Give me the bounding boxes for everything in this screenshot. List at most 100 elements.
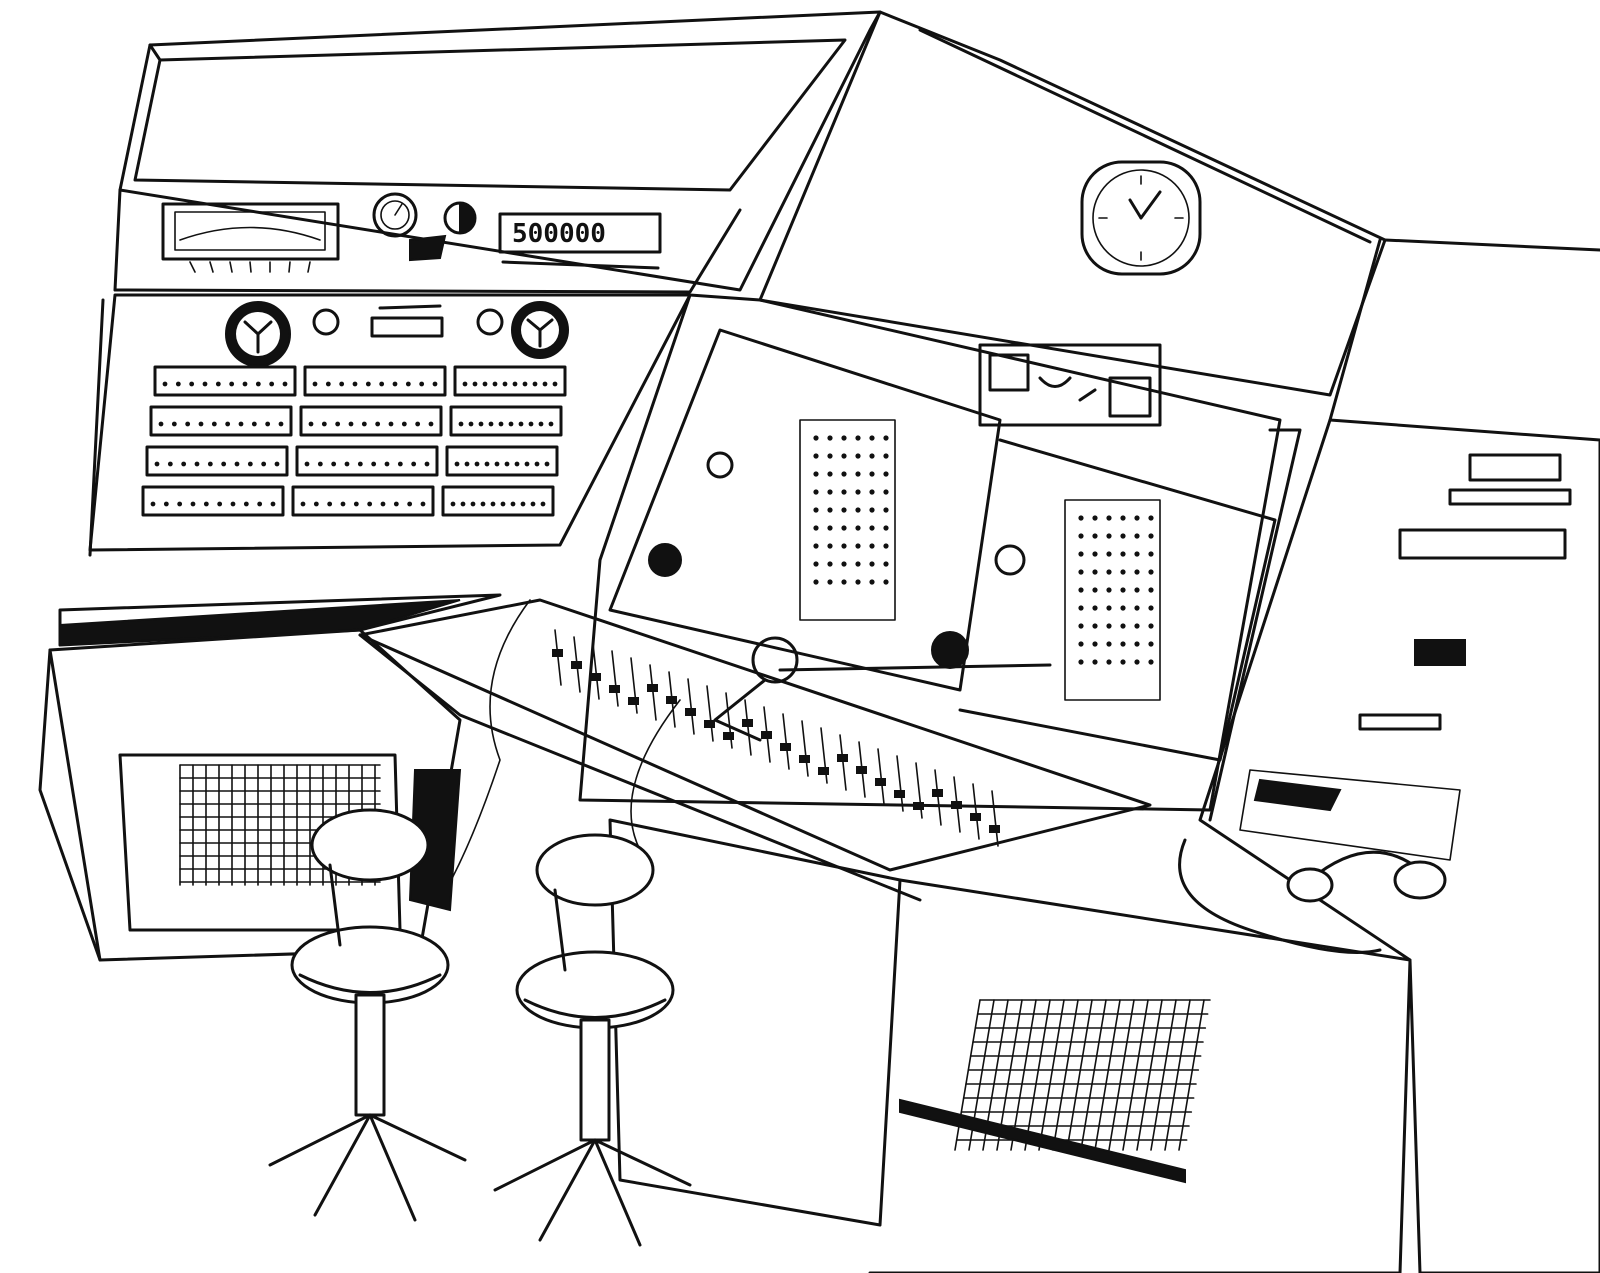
patch-point [510, 501, 516, 507]
headphones-icon [1286, 850, 1447, 903]
fader-cap [552, 649, 563, 657]
patch-bay [295, 445, 439, 477]
patch-point [357, 461, 363, 467]
fader-slot [801, 720, 809, 777]
patch-point [367, 501, 373, 507]
led-dot [1148, 551, 1154, 557]
led-dot [855, 435, 861, 441]
patch-point [150, 501, 156, 507]
patch-bay [441, 485, 555, 517]
grille-line [1080, 999, 1107, 1151]
led-dot [1148, 623, 1154, 629]
patch-point [480, 501, 486, 507]
patch-point [190, 501, 196, 507]
grille-line [1066, 999, 1093, 1151]
patch-point [352, 381, 358, 387]
fader-slot [896, 755, 904, 812]
led-dot [1148, 587, 1154, 593]
patch-point [304, 461, 310, 467]
stool-back-support [328, 863, 342, 947]
patch-point [344, 461, 350, 467]
led-dot [841, 471, 847, 477]
patch-point [255, 381, 261, 387]
patch-point [269, 381, 275, 387]
fader-cap [780, 743, 791, 751]
led-dot [827, 435, 833, 441]
patch-point [167, 461, 173, 467]
led-dot [1078, 587, 1084, 593]
led-dot [827, 453, 833, 459]
patch-point [420, 501, 426, 507]
patch-point [154, 461, 160, 467]
fader-slot [839, 734, 847, 791]
led-dot [1134, 641, 1140, 647]
patch-point [308, 421, 314, 427]
led-dot [869, 579, 875, 585]
patch-point [325, 381, 331, 387]
led-dot [883, 561, 889, 567]
patch-point [158, 421, 164, 427]
patch-point [542, 381, 548, 387]
stool-seat-edge [298, 973, 442, 994]
right-rack [1178, 238, 1600, 1273]
intercom-box [978, 343, 1162, 427]
led-dot [1092, 569, 1098, 575]
patch-point [189, 381, 195, 387]
led-dot [1092, 623, 1098, 629]
patch-bay [141, 485, 285, 517]
patch-bay [303, 365, 447, 397]
led-dot [1134, 515, 1140, 521]
patch-point [508, 421, 514, 427]
patch-point [393, 501, 399, 507]
fader-cap [723, 732, 734, 740]
patch-point [202, 381, 208, 387]
patch-point [238, 421, 244, 427]
led-dot [1134, 659, 1140, 665]
led-dot [1120, 533, 1126, 539]
patch-bay-grid [141, 365, 567, 517]
led-dot [883, 435, 889, 441]
patch-point [243, 501, 249, 507]
led-dot [827, 489, 833, 495]
patch-point [335, 421, 341, 427]
patch-bay [153, 365, 297, 397]
patch-point [502, 381, 508, 387]
led-dot [1120, 515, 1126, 521]
led-dot [855, 471, 861, 477]
fader-cap [609, 685, 620, 693]
patch-point [234, 461, 240, 467]
patch-point [484, 461, 490, 467]
led-dot [813, 471, 819, 477]
patch-point [500, 501, 506, 507]
led-dot [813, 579, 819, 585]
patch-point [548, 421, 554, 427]
led-dot [869, 471, 875, 477]
patch-point [339, 381, 345, 387]
patch-point [327, 501, 333, 507]
patch-bay [291, 485, 435, 517]
led-dot [1078, 569, 1084, 575]
patch-point [313, 501, 319, 507]
grille-line [1024, 999, 1051, 1151]
led-dot [1106, 587, 1112, 593]
patch-point [181, 461, 187, 467]
patch-bay [449, 405, 563, 437]
patch-point [163, 501, 169, 507]
digital-counter: 500000 [498, 212, 662, 270]
knob-icon [312, 308, 340, 336]
led-dot [1092, 605, 1098, 611]
patch-point [552, 381, 558, 387]
patch-point [530, 501, 536, 507]
led-dot [1092, 659, 1098, 665]
led-dot [1092, 515, 1098, 521]
patch-point [388, 421, 394, 427]
patch-point [365, 381, 371, 387]
patch-point [300, 501, 306, 507]
led-dot [813, 525, 819, 531]
grille-line [1150, 999, 1177, 1151]
patch-point [331, 461, 337, 467]
fader-cap [951, 801, 962, 809]
led-dot [827, 471, 833, 477]
led-dot [841, 453, 847, 459]
stool-base [493, 1138, 692, 1247]
